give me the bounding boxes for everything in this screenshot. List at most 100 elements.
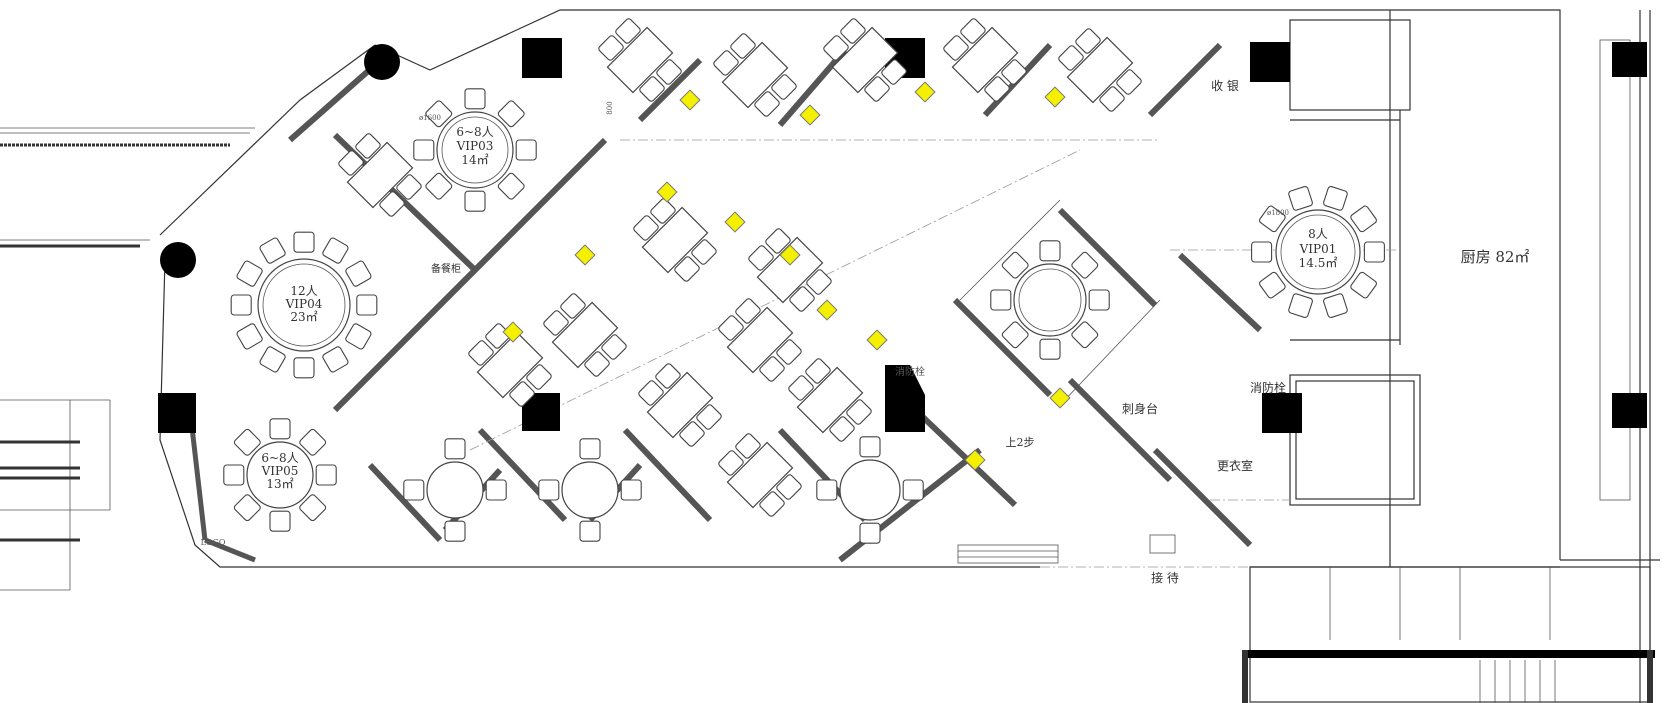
chair	[881, 59, 907, 85]
table-top	[721, 41, 789, 109]
chair	[413, 139, 435, 161]
chair	[293, 357, 315, 379]
table-top	[551, 301, 619, 369]
chair	[538, 479, 560, 501]
chair	[829, 416, 855, 442]
chair	[679, 421, 705, 447]
chair	[269, 510, 291, 532]
vip03-name: VIP03	[456, 139, 494, 153]
chair	[444, 520, 466, 542]
chair	[735, 298, 761, 324]
round-table	[230, 231, 378, 379]
chair	[526, 364, 552, 390]
booth-table	[468, 323, 552, 407]
chair	[315, 464, 337, 486]
table-top	[1013, 263, 1087, 337]
vip05-capacity: 6~8人	[261, 451, 298, 465]
table-top	[426, 461, 484, 519]
vip01-name: VIP01	[1299, 242, 1337, 256]
lamp-icon	[914, 81, 936, 103]
chair	[730, 33, 756, 59]
round-table	[816, 436, 924, 544]
booth-table	[638, 363, 722, 447]
chair	[485, 323, 511, 349]
chair	[1088, 289, 1110, 311]
chair	[293, 231, 315, 253]
vip05-name: VIP05	[261, 464, 299, 478]
booth-table	[543, 293, 627, 377]
booth-table	[788, 358, 872, 442]
table-top	[831, 26, 899, 94]
chair	[615, 18, 641, 44]
sideboard-label: 备餐柜	[431, 262, 461, 275]
entrance-steps	[957, 534, 1176, 564]
chair	[1071, 321, 1099, 349]
chair	[579, 520, 601, 542]
chair	[322, 237, 349, 264]
table-top	[1066, 36, 1134, 104]
table-top	[796, 366, 864, 434]
lamp-icon	[574, 244, 596, 266]
booth-table	[713, 33, 797, 117]
table-top	[606, 26, 674, 94]
fire-hydrant-label: 消防栓	[1250, 380, 1286, 395]
table-top	[1275, 209, 1361, 295]
chair	[754, 91, 780, 117]
table-top	[641, 206, 709, 274]
lamp-icon	[779, 244, 801, 266]
table-top	[346, 141, 414, 209]
booth-table	[823, 18, 907, 102]
vip03-capacity: 6~8人	[456, 125, 493, 139]
table-top	[561, 461, 619, 519]
chair	[356, 294, 378, 316]
booth-table	[633, 198, 717, 282]
chair	[789, 286, 815, 312]
chair	[788, 375, 814, 401]
chair	[444, 438, 466, 460]
chair	[859, 436, 881, 458]
chair	[771, 74, 797, 100]
table-top	[436, 111, 514, 189]
chair	[960, 18, 986, 44]
cashier-label: 收 银	[1211, 79, 1239, 93]
chair	[806, 269, 832, 295]
booth-table	[748, 228, 832, 312]
chair	[230, 294, 252, 316]
chair	[579, 438, 601, 460]
round-table	[1251, 185, 1385, 319]
chair	[765, 228, 791, 254]
steps-label: 上2步	[1006, 436, 1035, 449]
table-top	[476, 331, 544, 399]
chair	[1259, 205, 1286, 233]
fire-hydrant-label-2: 消防栓	[895, 365, 925, 378]
chair	[1350, 205, 1377, 233]
chair	[299, 428, 327, 456]
chair	[1323, 293, 1348, 319]
chair	[497, 172, 525, 200]
building-outline	[159, 9, 1660, 703]
lamp-icon	[656, 181, 678, 203]
exterior-railing	[0, 127, 255, 591]
chair	[1001, 321, 1029, 349]
ceiling-lamps	[502, 81, 1071, 471]
table-top	[646, 371, 714, 439]
sashimi-label: 刺身台	[1122, 401, 1158, 416]
booth-table	[338, 133, 422, 217]
chair	[650, 198, 676, 224]
chair	[497, 100, 525, 128]
lamp-icon	[724, 211, 746, 233]
table-top	[726, 306, 794, 374]
round-table	[990, 240, 1110, 360]
chair	[620, 479, 642, 501]
round-table	[413, 88, 537, 212]
chair	[639, 76, 665, 102]
chair	[543, 310, 569, 336]
lazy-susan	[262, 263, 346, 347]
lazy-susan	[1280, 214, 1356, 290]
chair	[1039, 338, 1061, 360]
chair	[718, 450, 744, 476]
chair	[1001, 59, 1027, 85]
chair	[718, 315, 744, 341]
chair	[1075, 28, 1101, 54]
